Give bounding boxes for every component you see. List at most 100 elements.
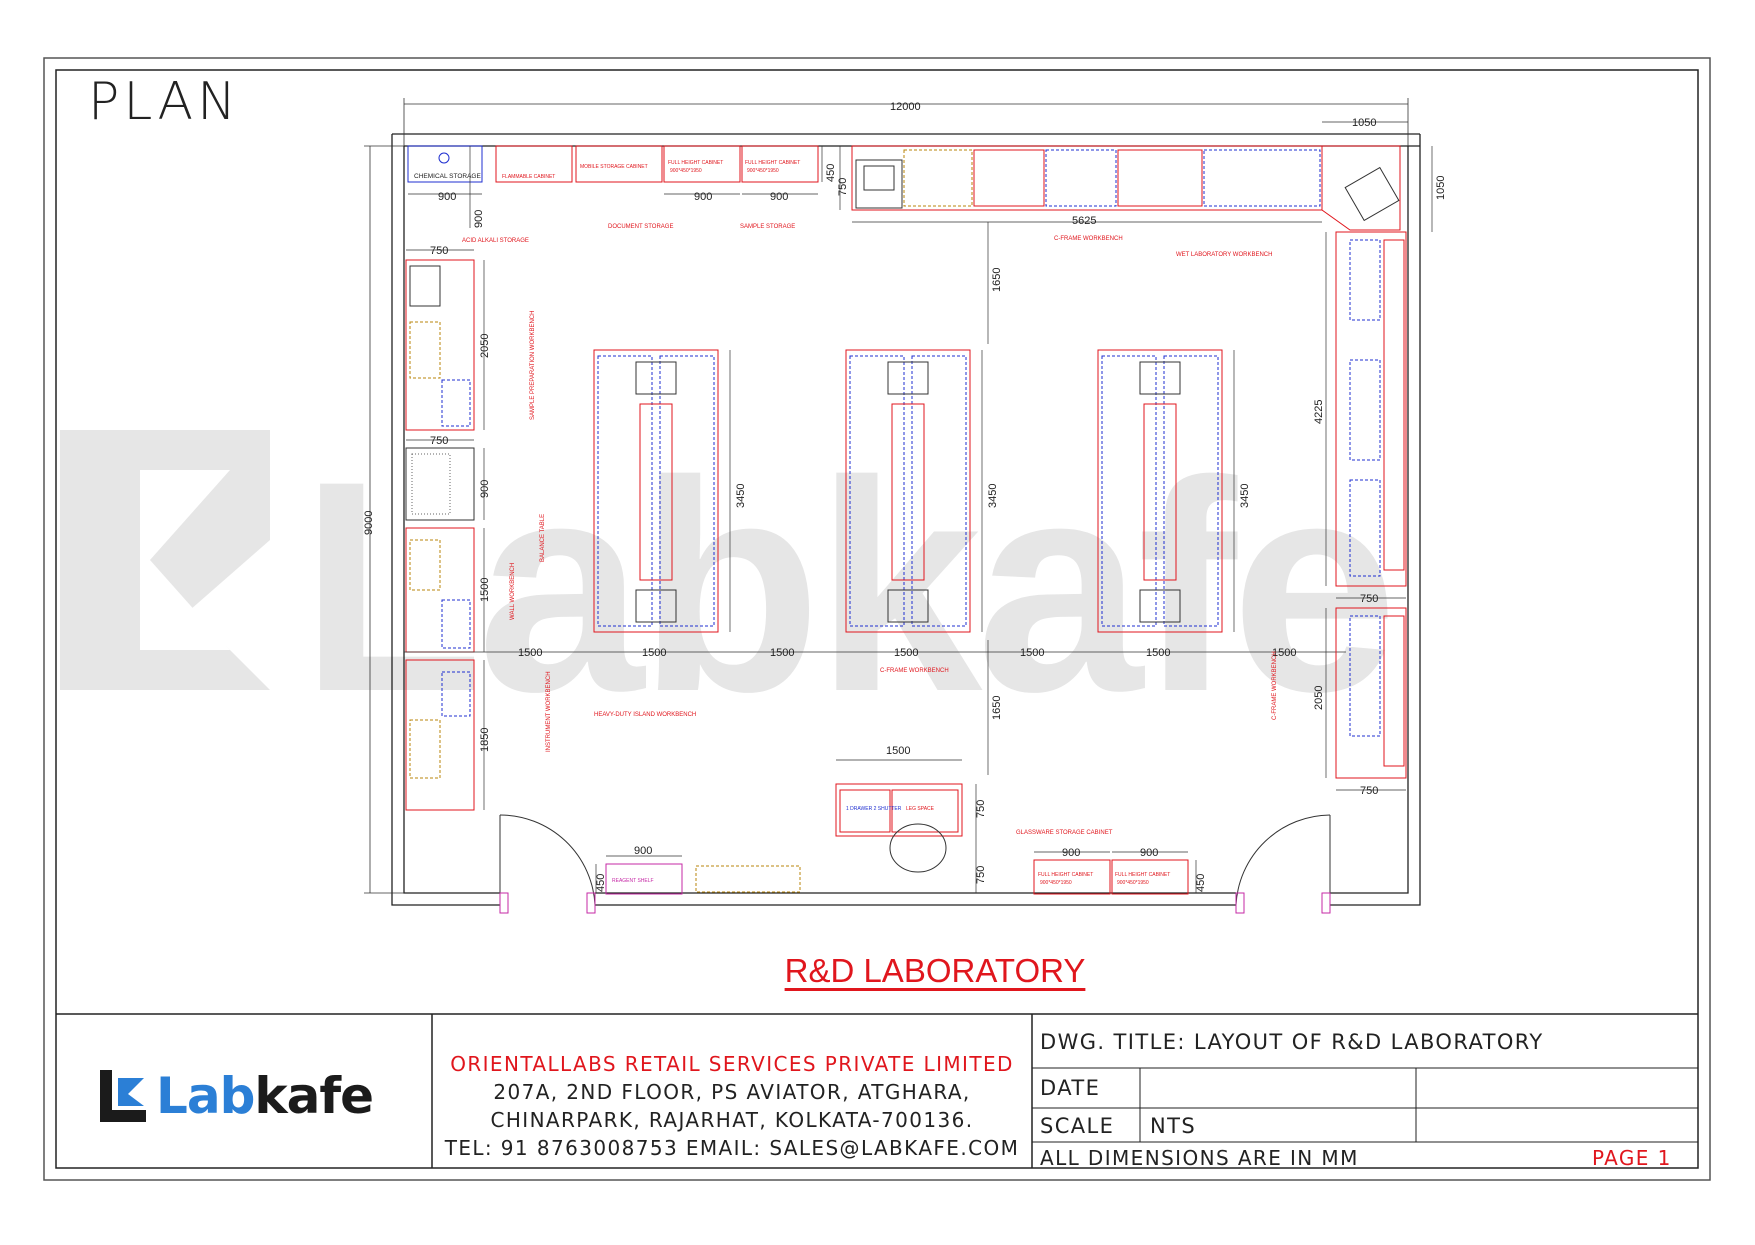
address-line-1: 207A, 2ND FLOOR, PS AVIATOR, ATGHARA, (493, 1080, 971, 1104)
dim-gap-3: 1500 (1020, 647, 1044, 659)
door-sill-right-2 (1321, 892, 1331, 914)
page-number: PAGE 1 (1592, 1146, 1672, 1170)
units-note: ALL DIMENSIONS ARE IN MM (1040, 1146, 1359, 1170)
right-dims (1325, 232, 1406, 791)
sample-prep-label: SAMPLE PREPARATION WORKBENCH (530, 311, 536, 420)
logo-wordmark: Labkafe (156, 1067, 374, 1125)
wet-lab-label: WET LABORATORY WORKBENCH (1176, 252, 1272, 258)
dim-desk-750-1: 750 (975, 800, 987, 818)
dim-width: 12000 (890, 101, 921, 113)
fh-cabinet-2-size: 900*450*1950 (747, 168, 779, 174)
dim-left-750-2: 750 (430, 435, 448, 447)
dim-desk-1500: 1500 (886, 745, 910, 757)
dim-gap-4: 1500 (1272, 647, 1296, 659)
dim-island-3-w: 1500 (1146, 647, 1170, 659)
dim-island-2-w: 1500 (894, 647, 918, 659)
dim-to-island-top: 1650 (991, 268, 1003, 292)
dim-gap-1: 1500 (518, 647, 542, 659)
island-cframe-label: C-FRAME WORKBENCH (880, 668, 949, 674)
inner-frame (55, 69, 1699, 1169)
door-sill-left-2 (586, 892, 596, 914)
bottom-fh-2-size: 900*450*1950 (1117, 880, 1149, 886)
company-name: ORIENTALLABS RETAIL SERVICES PRIVATE LIM… (450, 1052, 1014, 1076)
mobile-storage-label: MOBILE STORAGE CABINET (580, 164, 648, 170)
scale-label: SCALE (1040, 1114, 1115, 1138)
top-cframe-label: C-FRAME WORKBENCH (1054, 236, 1123, 242)
watermark-logo-icon (60, 430, 270, 690)
desk-leg-space-label: LEG SPACE (906, 806, 935, 812)
dim-island-3-len: 3450 (1239, 484, 1251, 508)
door-left-icon (499, 814, 596, 906)
address-line-2: CHINARPARK, RAJARHAT, KOLKATA-700136. (490, 1108, 974, 1132)
wall-workbench-label: WALL WORKBENCH (510, 563, 516, 620)
desk-drawer-label: 1 DRAWER 2 SHUTTER (846, 806, 902, 812)
island-dims (404, 350, 1346, 775)
drawing-title: R&D LABORATORY (784, 952, 1086, 989)
chemical-storage-label: CHEMICAL STORAGE (414, 173, 481, 180)
dim-top-run: 5625 (1072, 215, 1096, 227)
dim-right-1050: 1050 (1435, 176, 1447, 200)
fh-cabinet-1-size: 900*450*1950 (670, 168, 702, 174)
dim-gap-2: 1500 (770, 647, 794, 659)
top-left-dims (408, 146, 823, 228)
document-storage-label: DOCUMENT STORAGE (608, 224, 673, 230)
contact-line: TEL: 91 8763008753 EMAIL: SALES@LABKAFE.… (444, 1136, 1020, 1160)
dim-fh1-900: 900 (694, 191, 712, 203)
dim-left-2050: 2050 (479, 334, 491, 358)
dim-left-900: 900 (479, 480, 491, 498)
bottom-fh-1-label: FULL HEIGHT CABINET (1038, 872, 1093, 878)
labkafe-logo-icon (100, 1070, 146, 1122)
right-cframe-label: C-FRAME WORKBENCH (1272, 651, 1278, 720)
glassware-label: GLASSWARE STORAGE CABINET (1016, 830, 1113, 836)
right-wall-benches (1335, 231, 1407, 779)
heavy-duty-island-label: HEAVY-DUTY ISLAND WORKBENCH (594, 712, 696, 718)
dim-bottom-900-1: 900 (634, 845, 652, 857)
dim-chem-900: 900 (438, 191, 456, 203)
view-label: PLAN (88, 72, 240, 132)
island-benches (593, 349, 1223, 633)
dwg-title: DWG. TITLE: LAYOUT OF R&D LABORATORY (1040, 1030, 1544, 1054)
dim-height: 9000 (363, 511, 375, 535)
door-right-icon (1235, 814, 1331, 906)
dim-right-750-1: 750 (1360, 593, 1378, 605)
dim-right-750-2: 750 (1360, 785, 1378, 797)
dim-top-right-1050: 1050 (1352, 117, 1376, 129)
outer-frame (43, 57, 1711, 1181)
bottom-fh-1-size: 900*450*1950 (1040, 880, 1072, 886)
logo-lab: Lab (156, 1067, 255, 1125)
flammable-cabinet-label: FLAMMABLE CABINET (502, 174, 555, 180)
date-label: DATE (1040, 1076, 1101, 1100)
scale-value: NTS (1150, 1114, 1197, 1138)
dim-right-2050: 2050 (1313, 686, 1325, 710)
dim-chem-900-v: 900 (473, 210, 485, 228)
dim-island-2-len: 3450 (987, 484, 999, 508)
dim-overall (364, 98, 1409, 894)
dim-left-1850: 1850 (479, 728, 491, 752)
dim-top-450: 450 (825, 164, 837, 182)
dim-desk-750-2: 750 (975, 866, 987, 884)
dim-top-750: 750 (837, 178, 849, 196)
bottom-furniture (605, 783, 1189, 895)
dim-right-4225: 4225 (1313, 400, 1325, 424)
bottom-fh-2-label: FULL HEIGHT CABINET (1115, 872, 1170, 878)
dim-bottom-450-2: 450 (1195, 874, 1207, 892)
reagent-shelf-label: REAGENT SHELF (612, 878, 654, 884)
dim-bottom-900-2: 900 (1062, 847, 1080, 859)
dim-left-1500: 1500 (479, 578, 491, 602)
watermark-text: Labkafe (300, 418, 1392, 754)
bottom-dims (595, 759, 1197, 893)
room-walls (391, 133, 1421, 906)
left-dims (406, 249, 485, 810)
logo-kafe: kafe (254, 1067, 374, 1125)
door-sill-right (1235, 892, 1245, 914)
company-logo: Labkafe (98, 1065, 374, 1127)
fh-cabinet-1-label: FULL HEIGHT CABINET (668, 160, 723, 166)
balance-table-label: BALANCE TABLE (540, 514, 546, 562)
acid-alkali-label: ACID ALKALI STORAGE (462, 238, 529, 244)
fh-cabinet-2-label: FULL HEIGHT CABINET (745, 160, 800, 166)
instrument-workbench-label: INSTRUMENT WORKBENCH (546, 671, 552, 752)
top-left-cabinets (407, 145, 819, 183)
top-cframe-dims (839, 121, 1433, 344)
